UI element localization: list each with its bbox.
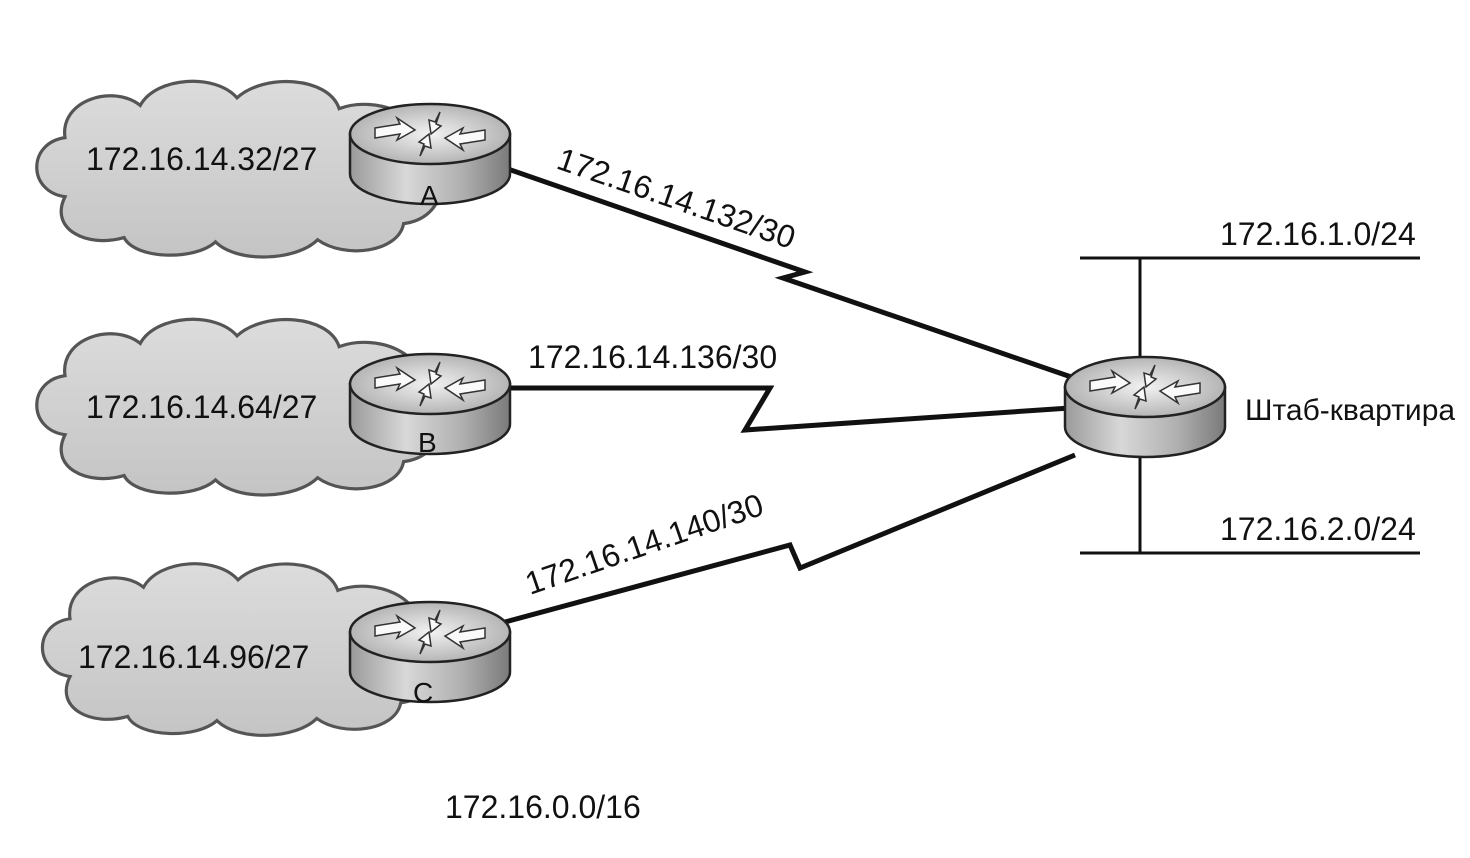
link-b-label: 172.16.14.136/30 bbox=[528, 339, 777, 375]
link-c bbox=[505, 455, 1075, 622]
router-c-label: C bbox=[413, 677, 433, 708]
link-b bbox=[505, 388, 1070, 430]
summary-network-label: 172.16.0.0/16 bbox=[445, 789, 641, 825]
hq-network-top-label: 172.16.1.0/24 bbox=[1220, 216, 1416, 252]
network-c-label: 172.16.14.96/27 bbox=[78, 639, 309, 675]
router-hq bbox=[1065, 357, 1225, 457]
hq-label: Штаб-квартира bbox=[1245, 394, 1455, 427]
network-b-label: 172.16.14.64/27 bbox=[86, 389, 317, 425]
network-a-label: 172.16.14.32/27 bbox=[86, 141, 317, 177]
router-b-label: B bbox=[418, 427, 437, 458]
router-a-label: A bbox=[420, 180, 439, 211]
hq-network-bottom-label: 172.16.2.0/24 bbox=[1220, 511, 1416, 547]
